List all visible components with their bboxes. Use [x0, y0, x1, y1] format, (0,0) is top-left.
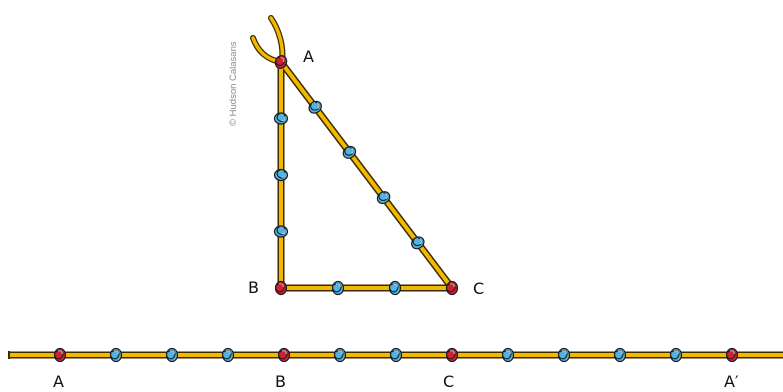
line-vertex-knot — [279, 349, 290, 362]
line-label-a: A — [53, 372, 64, 391]
line-segment-knot — [559, 349, 570, 362]
line-label-a-prime: A′ — [724, 372, 739, 391]
line-vertex-knot — [55, 349, 66, 362]
triangle-label-c: C — [473, 279, 484, 298]
line-segment-knot — [671, 349, 682, 362]
line-segment-knot — [503, 349, 514, 362]
triangle-segment-knot — [275, 113, 288, 124]
line-segment-knot — [167, 349, 178, 362]
triangle-label-a: A — [303, 47, 314, 66]
triangle-segment-knot — [333, 282, 344, 295]
line-segment-knot — [335, 349, 346, 362]
triangle-vertex-knot-c — [447, 282, 458, 295]
credit-text: © Hudson Calasans — [228, 41, 239, 126]
triangle-label-b: B — [248, 278, 259, 297]
line-segment-knot — [223, 349, 234, 362]
triangle-segment-knot — [275, 226, 288, 237]
triangle-vertex-knot-b — [276, 282, 287, 295]
line-label-c: C — [443, 372, 454, 391]
triangle-segment-knot — [390, 282, 401, 295]
line-segment-knot — [111, 349, 122, 362]
line-segment-knot — [391, 349, 402, 362]
line-label-b: B — [275, 372, 286, 391]
line-segment-knot — [615, 349, 626, 362]
knots — [55, 54, 738, 361]
triangle-segment-knot — [275, 170, 288, 181]
line-vertex-knot — [447, 349, 458, 362]
line-vertex-knot — [727, 349, 738, 362]
